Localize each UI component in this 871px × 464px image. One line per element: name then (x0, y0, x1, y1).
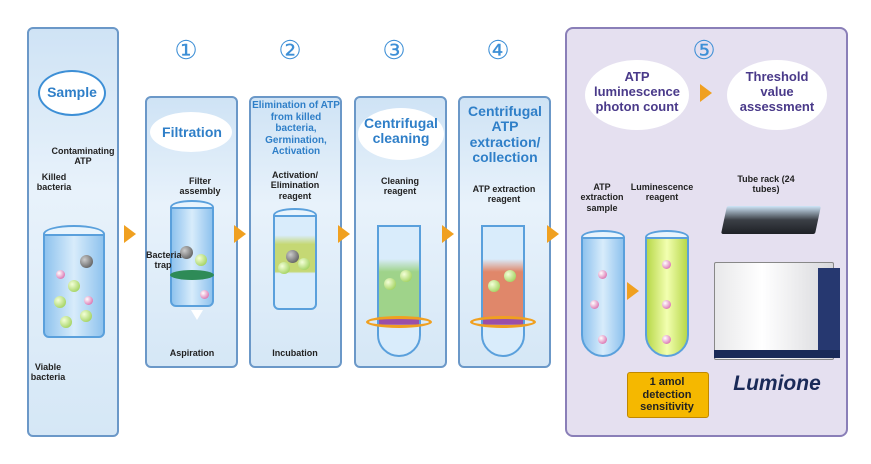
atp-icon (200, 290, 209, 299)
cloud (358, 108, 444, 160)
bacteria-icon (68, 280, 80, 292)
label-tube-rack: Tube rack (24 tubes) (737, 174, 795, 195)
arrow-icon (627, 282, 639, 300)
atp-icon (84, 296, 93, 305)
extraction-tube (481, 225, 525, 357)
label-bacteria-trap: Bacteria trap (146, 250, 182, 271)
step-number-3: ③ (382, 35, 406, 65)
cleaning-title: Centrifugal cleaning (364, 115, 438, 147)
cloud (150, 112, 232, 152)
bacteria-icon (80, 255, 93, 268)
atp-icon (56, 270, 65, 279)
arrow-icon (338, 225, 350, 243)
label-contaminating-atp: Contaminating ATP (51, 146, 115, 167)
atp-icon (662, 260, 671, 269)
label-atp-extraction-reagent: ATP extraction reagent (472, 184, 536, 205)
bacteria-icon (298, 258, 310, 270)
instrument-base (714, 350, 840, 358)
bacteria-icon (504, 270, 516, 282)
cloud (585, 60, 689, 130)
arrow-icon (124, 225, 136, 243)
cloud (727, 60, 827, 130)
threshold-title: Threshold value assessment (739, 69, 815, 114)
tube-rack (721, 206, 821, 234)
arrow-icon (234, 225, 246, 243)
sensitivity-badge (627, 372, 709, 418)
atp-icon (598, 270, 607, 279)
cleaning-tube (377, 225, 421, 357)
label-cleaning-reagent: Cleaning reagent (380, 176, 419, 197)
rotation-arrow-icon (470, 316, 536, 328)
atp-icon (598, 335, 607, 344)
rotation-arrow-icon (366, 316, 432, 328)
label-incubation: Incubation (272, 348, 318, 358)
step-number-5: ⑤ (692, 35, 716, 65)
bacteria-icon (400, 270, 412, 282)
atp-icon (590, 300, 599, 309)
step-number-4: ④ (486, 35, 510, 65)
down-arrow-icon (191, 310, 203, 320)
label-filter-assembly: Filter assembly (179, 176, 221, 197)
lumione-logo: Lumione (733, 372, 821, 395)
arrow-icon (547, 225, 559, 243)
label-luminescence-reagent: Luminescence reagent (630, 182, 694, 203)
bacteria-icon (80, 310, 92, 322)
label-atp-extraction-sample: ATP extraction sample (580, 182, 624, 213)
arrow-icon (700, 84, 712, 102)
instrument-side (818, 268, 840, 358)
sample-tube (581, 237, 625, 357)
bacteria-icon (286, 250, 299, 263)
label-activation-reagent: Activation/ Elimination reagent (270, 170, 320, 201)
filtration-title: Filtration (162, 124, 222, 140)
label-killed-bacteria: Killed bacteria (36, 172, 72, 193)
filter-disc (170, 270, 214, 280)
bacteria-icon (278, 262, 290, 274)
arrow-icon (442, 225, 454, 243)
sensitivity-text: 1 amol detection sensitivity (640, 376, 694, 414)
bacteria-icon (60, 316, 72, 328)
bacteria-icon (195, 254, 207, 266)
bacteria-icon (384, 278, 396, 290)
atp-icon (662, 335, 671, 344)
atp-icon (662, 300, 671, 309)
sample-cloud (38, 70, 106, 116)
elimination-title: Elimination of ATP from killed bacteria,… (252, 100, 340, 157)
sample-title: Sample (47, 84, 97, 100)
bacteria-icon (180, 246, 193, 259)
step-number-2: ② (278, 35, 302, 65)
step-number-1: ① (174, 35, 198, 65)
label-viable-bacteria: Viable bacteria (30, 362, 66, 383)
lumione-instrument (714, 262, 834, 360)
bacteria-icon (488, 280, 500, 292)
bacteria-icon (54, 296, 66, 308)
extraction-title: Centrifugal ATP extraction/ collection (468, 103, 542, 166)
label-aspiration: Aspiration (169, 348, 215, 358)
photon-count-title: ATP luminescence photon count (594, 69, 680, 114)
